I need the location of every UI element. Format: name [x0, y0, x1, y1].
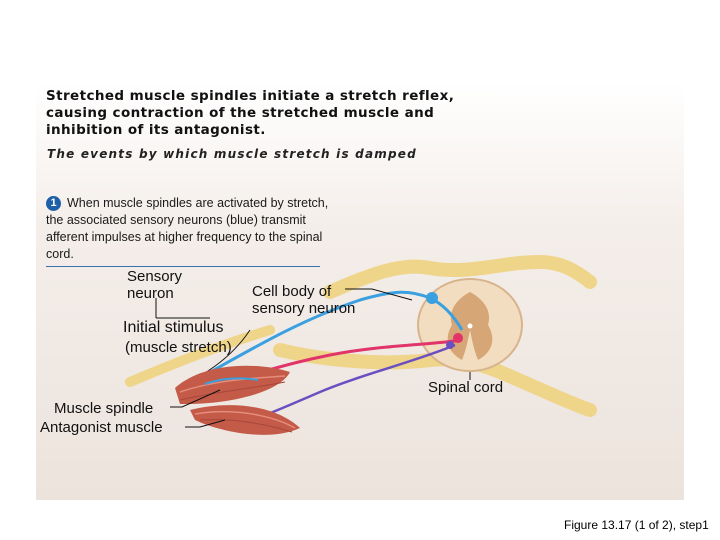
- sensory-neuron-label-line2: neuron: [127, 285, 182, 302]
- muscle-stretch-label: (muscle stretch): [125, 339, 232, 356]
- cell-body-label-line1: Cell body of: [252, 283, 355, 300]
- muscle-spindle-label: Muscle spindle: [54, 400, 153, 417]
- sensory-neuron-cell-body: [426, 292, 438, 304]
- spinal-cord-label: Spinal cord: [428, 379, 503, 396]
- antagonist-muscle: [190, 405, 300, 435]
- sensory-neuron-label: Sensory neuron: [127, 268, 182, 302]
- cell-body-label: Cell body of sensory neuron: [252, 283, 355, 317]
- stretched-muscle: [175, 366, 290, 404]
- interneuron-cell-body: [446, 341, 454, 349]
- figure-caption: Figure 13.17 (1 of 2), step1: [564, 518, 709, 532]
- sensory-neuron-label-line1: Sensory: [127, 268, 182, 285]
- motor-neuron-cell-body: [453, 333, 463, 343]
- cell-body-label-line2: sensory neuron: [252, 300, 355, 317]
- initial-stimulus-label: Initial stimulus: [123, 319, 223, 336]
- antagonist-muscle-label: Antagonist muscle: [40, 419, 163, 436]
